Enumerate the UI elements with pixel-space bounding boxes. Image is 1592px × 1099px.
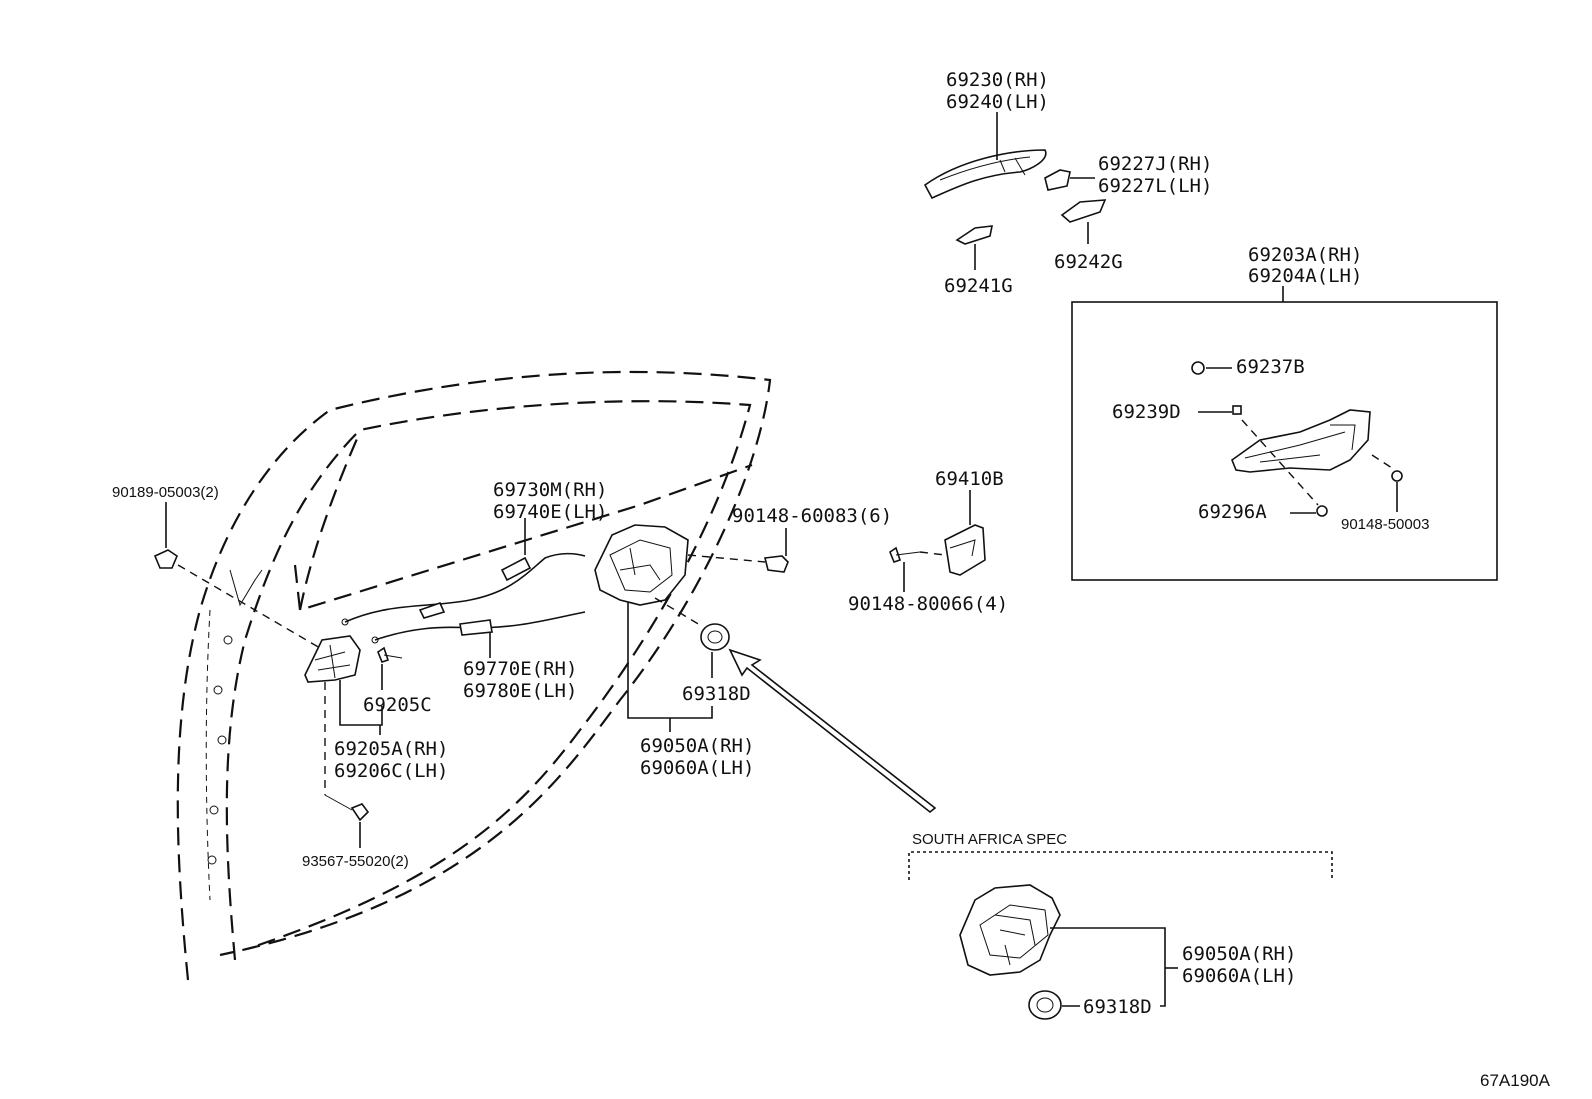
label-69780e: 69780E(LH)	[463, 680, 577, 702]
label-69740e: 69740E(LH)	[493, 501, 607, 523]
label-69206c: 69206C(LH)	[334, 760, 448, 782]
label-69203a: 69203A(RH)	[1248, 244, 1362, 266]
striker-part	[889, 524, 986, 592]
label-69318d-sa: 69318D	[1083, 996, 1152, 1018]
label-69410b: 69410B	[935, 468, 1004, 490]
label-69318d-main: 69318D	[682, 683, 751, 705]
label-69242g: 69242G	[1054, 251, 1123, 273]
inside-handle-box	[1071, 301, 1498, 581]
label-69237b: 69237B	[1236, 356, 1305, 378]
label-69730m: 69730M(RH)	[493, 479, 607, 501]
pad-69242g-part	[1060, 199, 1107, 244]
control-cable-part	[371, 611, 586, 658]
label-69205c: 69205C	[363, 694, 432, 716]
label-90189-05003: 90189-05003(2)	[112, 484, 219, 501]
pad-69241g-part	[955, 225, 994, 270]
door-lock-assembly-part	[594, 524, 789, 626]
label-93567-55020: 93567-55020(2)	[302, 853, 409, 870]
label-69205a: 69205A(RH)	[334, 738, 448, 760]
label-69239d: 69239D	[1112, 401, 1181, 423]
clip-part	[153, 549, 321, 649]
label-69204a: 69204A(LH)	[1248, 265, 1362, 287]
label-69050a-sa: 69050A(RH)	[1182, 943, 1296, 965]
label-69060a-main: 69060A(LH)	[640, 757, 754, 779]
label-69230: 69230(RH)	[946, 69, 1049, 91]
callout-arrow	[728, 648, 937, 814]
label-69296a: 69296A	[1198, 501, 1267, 523]
inside-handle-part	[1191, 361, 1403, 517]
label-69060a-sa: 69060A(LH)	[1182, 965, 1296, 987]
label-69240: 69240(LH)	[946, 91, 1049, 113]
door-outline	[176, 370, 772, 981]
south-africa-bracket	[908, 851, 1333, 880]
south-africa-spec-title: SOUTH AFRICA SPEC	[912, 831, 1067, 848]
label-69227l: 69227L(LH)	[1098, 175, 1212, 197]
handle-cover-part	[1044, 169, 1095, 191]
door-lock-assembly-sa-part	[959, 884, 1178, 1020]
label-90148-80066: 90148-80066(4)	[848, 593, 1008, 615]
lock-cable-part	[341, 518, 586, 626]
figure-reference: 67A190A	[1480, 1071, 1551, 1090]
screw-part	[324, 682, 370, 848]
label-90148-50003: 90148-50003	[1341, 516, 1429, 533]
label-69770e: 69770E(RH)	[463, 658, 577, 680]
grommet-part	[700, 623, 730, 678]
label-69227j: 69227J(RH)	[1098, 153, 1212, 175]
label-69241g: 69241G	[944, 275, 1013, 297]
label-69050a-main: 69050A(RH)	[640, 735, 754, 757]
label-90148-60083: 90148-60083(6)	[732, 505, 892, 527]
outside-handle	[923, 112, 1047, 200]
lock-bracket-part	[304, 635, 403, 735]
